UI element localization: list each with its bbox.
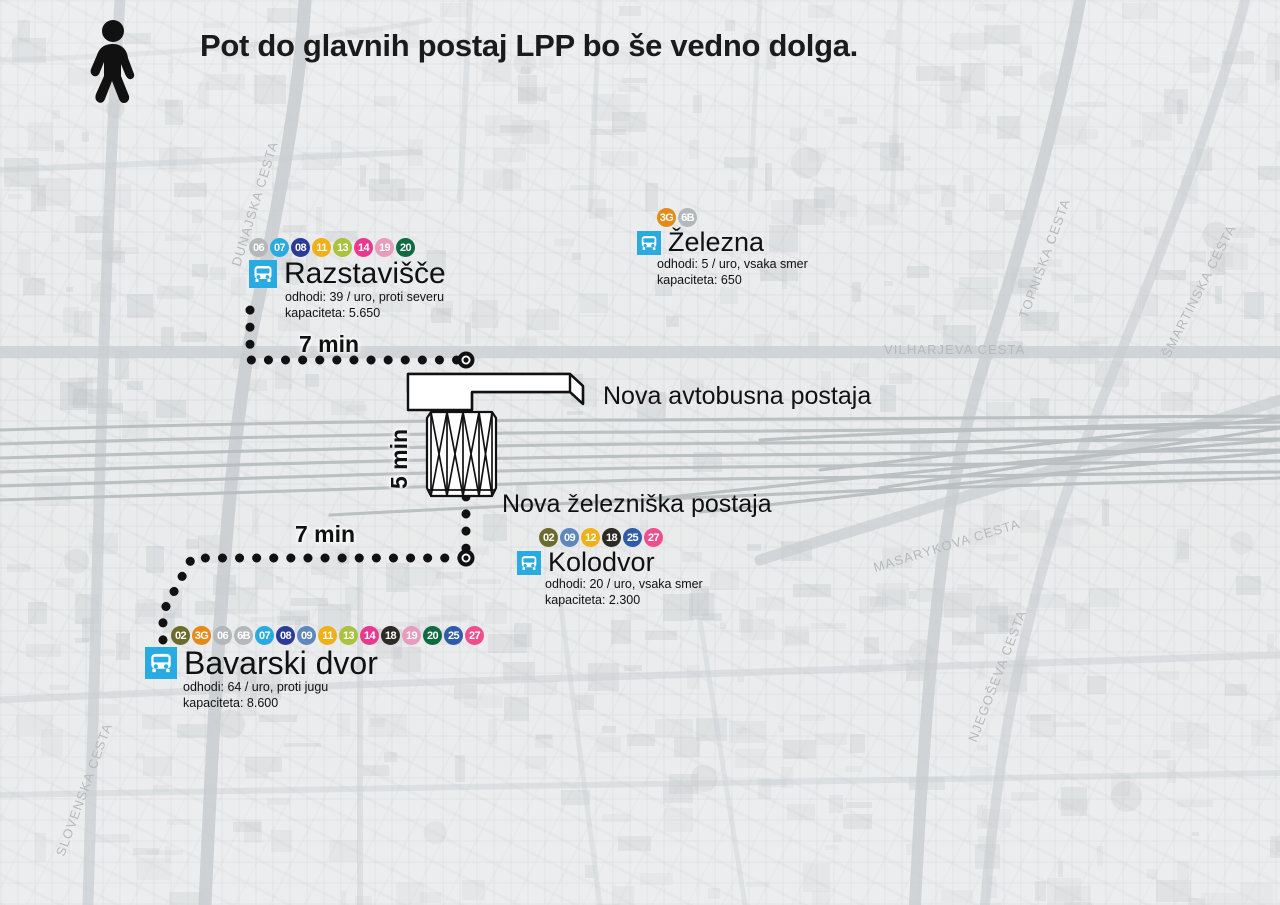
- line-badge-18: 18: [602, 528, 621, 547]
- station-capacity: kapaciteta: 5.650: [285, 306, 381, 320]
- walk-time-bavarski: 7 min: [295, 521, 356, 547]
- line-badge-19: 19: [402, 626, 421, 645]
- line-badge-6B: 6B: [234, 626, 253, 645]
- station-departures: odhodi: 64 / uro, proti jugu: [183, 680, 329, 694]
- station-departures: odhodi: 39 / uro, proti severu: [285, 290, 445, 304]
- caption-new-train-station: Nova železniška postaja: [502, 490, 772, 518]
- station-capacity: kapaciteta: 650: [657, 273, 742, 287]
- line-badge-25: 25: [444, 626, 463, 645]
- bus-stop-icon: [637, 230, 661, 255]
- line-badge-07: 07: [270, 238, 289, 257]
- station-departures: odhodi: 5 / uro, vsaka smer: [657, 257, 808, 271]
- new-bus-station-shape: [406, 372, 585, 412]
- walk-time-razstavisce: 7 min: [299, 331, 360, 357]
- line-badge-02: 02: [539, 528, 558, 547]
- walk-time-interchange: 5 min: [386, 428, 412, 489]
- line-badge-07: 07: [255, 626, 274, 645]
- line-badge-14: 14: [360, 626, 379, 645]
- bus-stop-icon: [517, 550, 541, 575]
- line-badge-11: 11: [318, 626, 337, 645]
- line-badge-3G: 3G: [657, 208, 676, 227]
- line-badge-25: 25: [623, 528, 642, 547]
- new-train-station-roof-pattern: [427, 411, 496, 497]
- pedestrian-walking-icon: [90, 20, 135, 103]
- station-capacity: kapaciteta: 8.600: [183, 696, 279, 710]
- caption-new-bus-station: Nova avtobusna postaja: [603, 382, 872, 410]
- line-badge-11: 11: [312, 238, 331, 257]
- road-label-vilharjeva: VILHARJEVA CESTA: [884, 342, 1026, 357]
- station-capacity: kapaciteta: 2.300: [545, 593, 641, 607]
- station-name: Kolodvor: [548, 547, 655, 577]
- line-badge-27: 27: [644, 528, 663, 547]
- line-badge-02: 02: [171, 626, 190, 645]
- line-badge-06: 06: [213, 626, 232, 645]
- line-badge-19: 19: [375, 238, 394, 257]
- line-badge-6B: 6B: [678, 208, 697, 227]
- line-badge-08: 08: [291, 238, 310, 257]
- line-badge-20: 20: [396, 238, 415, 257]
- station-name: Razstavišče: [284, 257, 446, 290]
- walk-path-razstavisce: [245, 305, 471, 365]
- line-badge-08: 08: [276, 626, 295, 645]
- line-badge-13: 13: [333, 238, 352, 257]
- station-name: Železna: [668, 227, 765, 257]
- page-title: Pot do glavnih postaj LPP bo še vedno do…: [200, 28, 858, 63]
- line-badge-18: 18: [381, 626, 400, 645]
- line-badge-09: 09: [560, 528, 579, 547]
- line-badge-14: 14: [354, 238, 373, 257]
- line-badge-13: 13: [339, 626, 358, 645]
- line-badge-3G: 3G: [192, 626, 211, 645]
- line-badge-27: 27: [465, 626, 484, 645]
- line-badge-09: 09: [297, 626, 316, 645]
- line-badge-06: 06: [249, 238, 268, 257]
- station-departures: odhodi: 20 / uro, vsaka smer: [545, 577, 703, 591]
- bus-stop-icon: [249, 260, 277, 288]
- line-badge-20: 20: [423, 626, 442, 645]
- bus-stop-icon: [145, 647, 177, 679]
- line-badge-12: 12: [581, 528, 600, 547]
- walk-path-bavarski: [158, 553, 471, 645]
- station-name: Bavarski dvor: [184, 645, 378, 681]
